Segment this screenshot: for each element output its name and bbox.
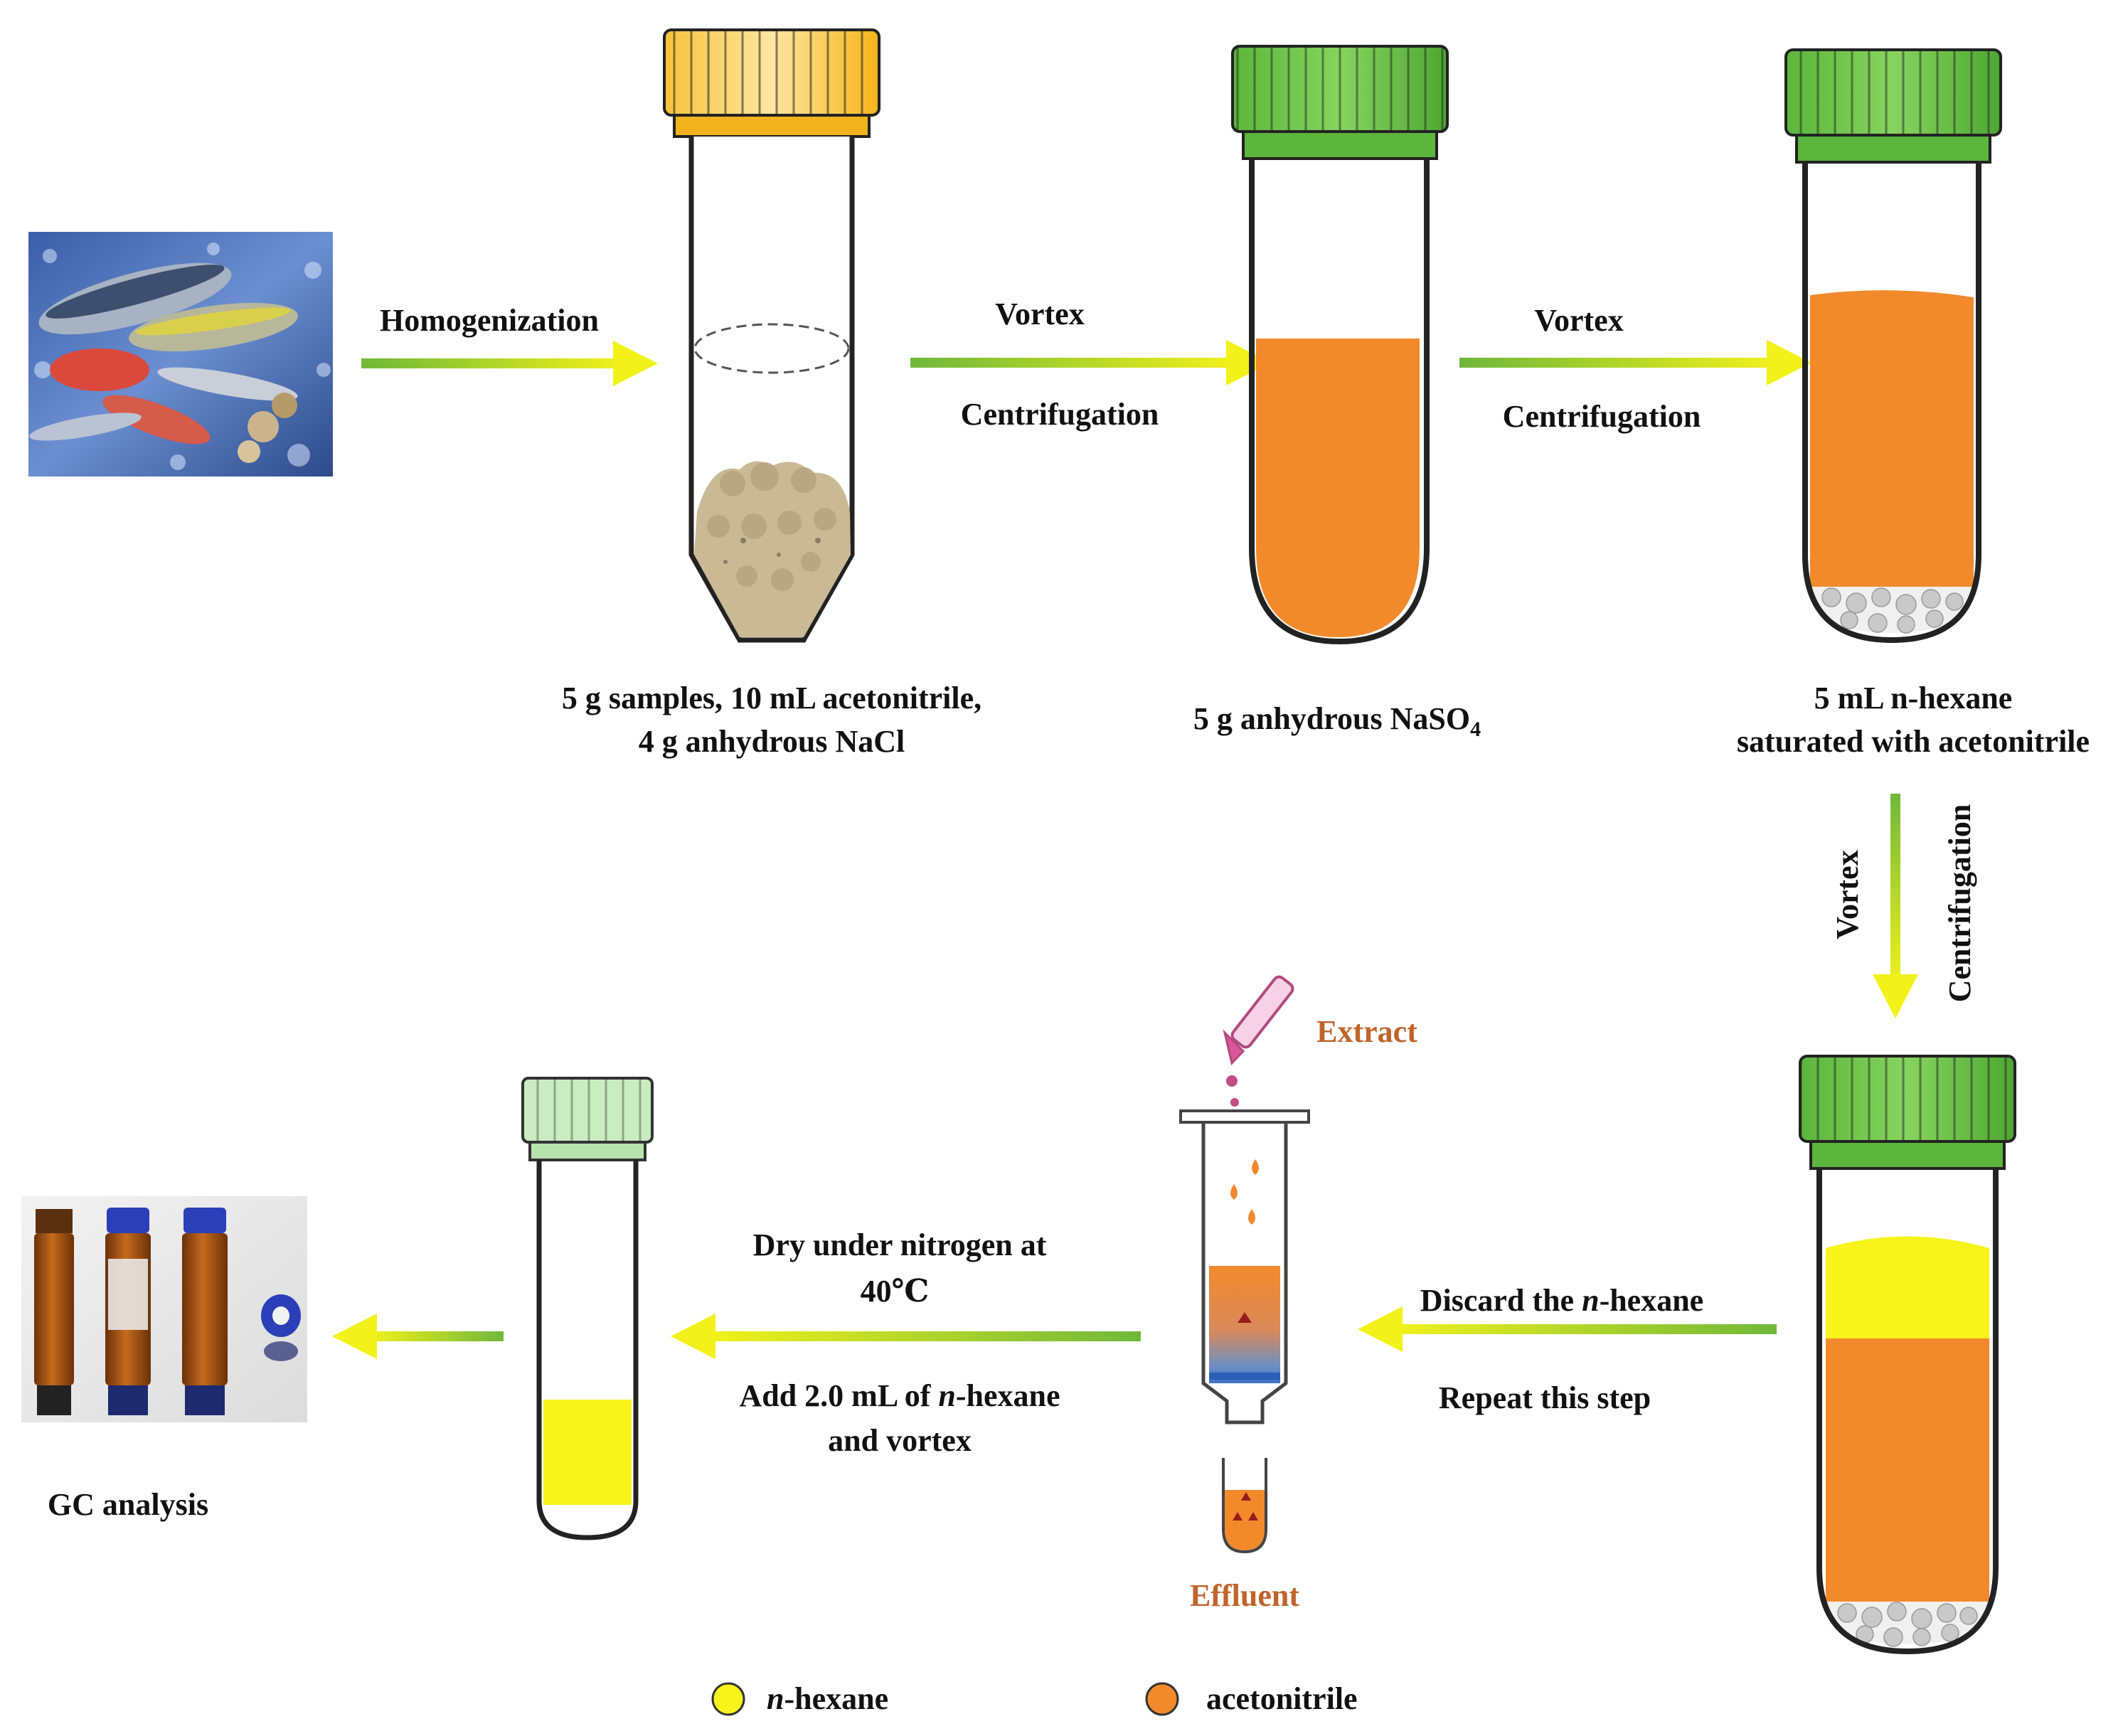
legend-swatch-acetonitrile [1145,1682,1179,1716]
label-repeat-step: Repeat this step [1439,1380,1651,1415]
arrow-discard-hexane [1358,1306,1777,1352]
tube-final-hexane [521,1077,654,1540]
legend-swatch-hexane [711,1682,745,1716]
label-vortex-1: Vortex [995,297,1084,331]
spe-column [1179,975,1310,1554]
label-step2: 5 g anhydrous NaSO4 [1193,701,1481,741]
seafood-sample-photo [28,232,333,476]
legend: n-hexane acetonitrile [711,1681,1358,1716]
gc-vials-photo [21,1196,307,1422]
label-discard-hexane: Discard the n-hexane [1420,1283,1703,1318]
legend-label-hexane: n-hexane [767,1681,888,1716]
arrow-down-vortex-centrifugation [1873,794,1918,1018]
legend-label-acetonitrile: acetonitrile [1206,1681,1358,1716]
arrow-homogenization [361,341,658,386]
label-centrifugation-1: Centrifugation [961,397,1159,432]
tube-hexane-saturated [1784,48,2002,644]
arrow-dry-add-hexane [671,1314,1141,1359]
label-vortex-2: Vortex [1534,303,1623,338]
label-step3-line1: 5 mL n-hexane [1814,681,2013,715]
label-step1-line1: 5 g samples, 10 mL acetonitrile, [562,681,981,715]
pipette-icon [1223,975,1294,1107]
tube-conical-sample [663,28,880,643]
label-centrifugation-2: Centrifugation [1503,399,1701,434]
tube-two-phase [1799,1055,2016,1655]
label-gc-analysis: GC analysis [48,1487,208,1522]
label-homogenization: Homogenization [380,303,599,338]
label-step3-line2: saturated with acetonitrile [1737,724,2090,759]
tube-acetonitrile [1231,45,1449,645]
arrow-to-gc [332,1314,504,1359]
label-dry-line2: 40℃ [861,1274,930,1309]
label-dry-line1: Dry under nitrogen at [753,1228,1047,1262]
label-effluent: Effluent [1190,1578,1299,1613]
arrow-vortex-centrifugation-1 [910,340,1271,385]
arrow-vortex-centrifugation-2 [1459,340,1811,385]
label-add-hexane: Add 2.0 mL of n-hexane [739,1378,1060,1413]
label-add-line2: and vortex [828,1423,972,1458]
label-centrifugation-down: Centrifugation [1942,804,1977,1003]
label-extract: Extract [1316,1014,1417,1049]
label-step1-line2: 4 g anhydrous NaCl [639,724,905,759]
label-vortex-down: Vortex [1830,850,1865,939]
